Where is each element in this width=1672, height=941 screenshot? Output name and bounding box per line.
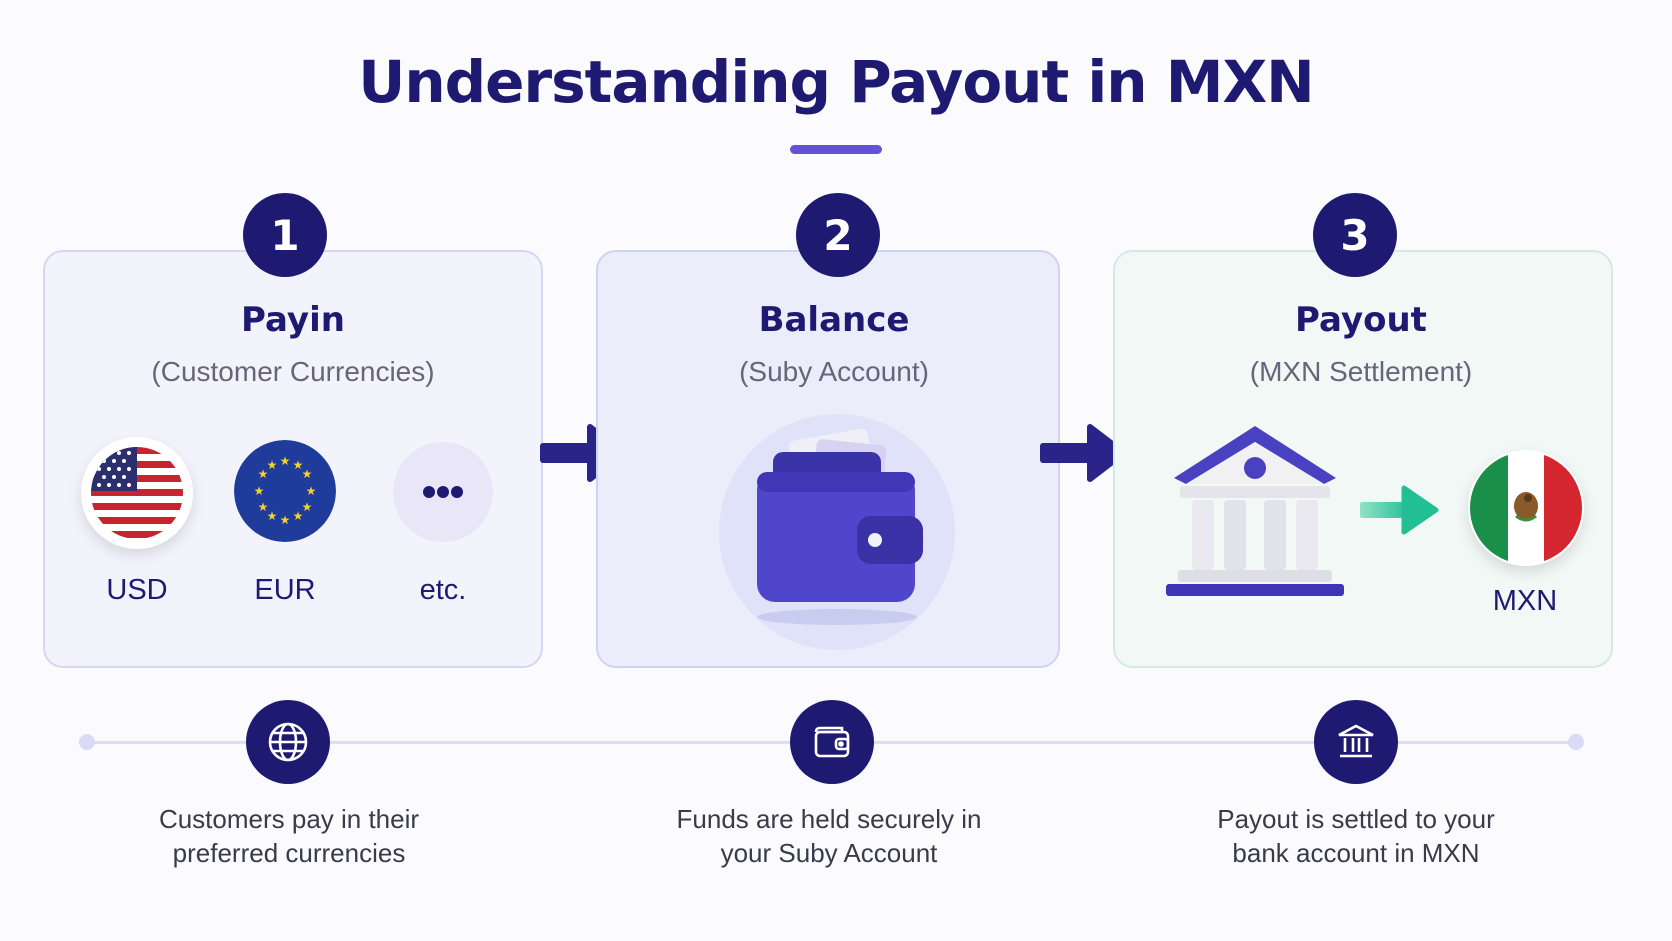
globe-icon <box>246 700 330 784</box>
svg-text:★: ★ <box>254 484 265 498</box>
svg-text:★: ★ <box>293 458 304 472</box>
svg-text:★: ★ <box>280 513 291 527</box>
timeline-end-dot <box>1568 734 1584 750</box>
balance-title: Balance <box>758 300 910 340</box>
svg-text:★: ★ <box>267 509 278 523</box>
svg-text:★: ★ <box>302 500 313 514</box>
payout-description: Payout is settled to your bank account i… <box>1217 804 1495 868</box>
payin-title: Payin <box>241 300 345 340</box>
step-1-badge: 1 <box>243 193 327 277</box>
usd-label: USD <box>106 574 168 606</box>
wallet-icon <box>717 412 957 652</box>
wallet-icon <box>790 700 874 784</box>
arrow-right-icon <box>1038 423 1128 488</box>
bank-icon <box>1160 420 1350 605</box>
green-arrow-icon <box>1360 484 1440 541</box>
svg-text:★: ★ <box>258 467 269 481</box>
svg-text:★: ★ <box>306 484 317 498</box>
payout-title: Payout <box>1295 300 1427 340</box>
eur-label: EUR <box>254 574 316 606</box>
svg-text:★: ★ <box>267 458 278 472</box>
usd-flag-icon <box>81 437 193 549</box>
payin-subtitle: (Customer Currencies) <box>151 356 435 387</box>
bank-icon <box>1314 700 1398 784</box>
step-3-badge: 3 <box>1313 193 1397 277</box>
mxn-flag-icon <box>1468 450 1584 566</box>
payout-subtitle: (MXN Settlement) <box>1249 356 1473 387</box>
svg-text:★: ★ <box>293 509 304 523</box>
balance-description: Funds are held securely in your Suby Acc… <box>676 804 982 868</box>
more-currencies-icon <box>393 442 493 542</box>
title-underline <box>790 145 882 154</box>
etc-label: etc. <box>419 574 467 606</box>
mxn-label: MXN <box>1492 585 1558 617</box>
svg-text:★: ★ <box>302 467 313 481</box>
step-2-badge: 2 <box>796 193 880 277</box>
payin-description: Customers pay in their preferred currenc… <box>158 804 420 868</box>
page-title: Understanding Payout in MXN <box>358 48 1314 116</box>
svg-text:★: ★ <box>258 500 269 514</box>
timeline-start-dot <box>79 734 95 750</box>
eur-flag-icon: ★ ★ ★ ★ ★ ★ ★ ★ ★ ★ ★ ★ <box>234 440 336 542</box>
svg-text:★: ★ <box>280 454 291 468</box>
balance-subtitle: (Suby Account) <box>739 356 929 387</box>
